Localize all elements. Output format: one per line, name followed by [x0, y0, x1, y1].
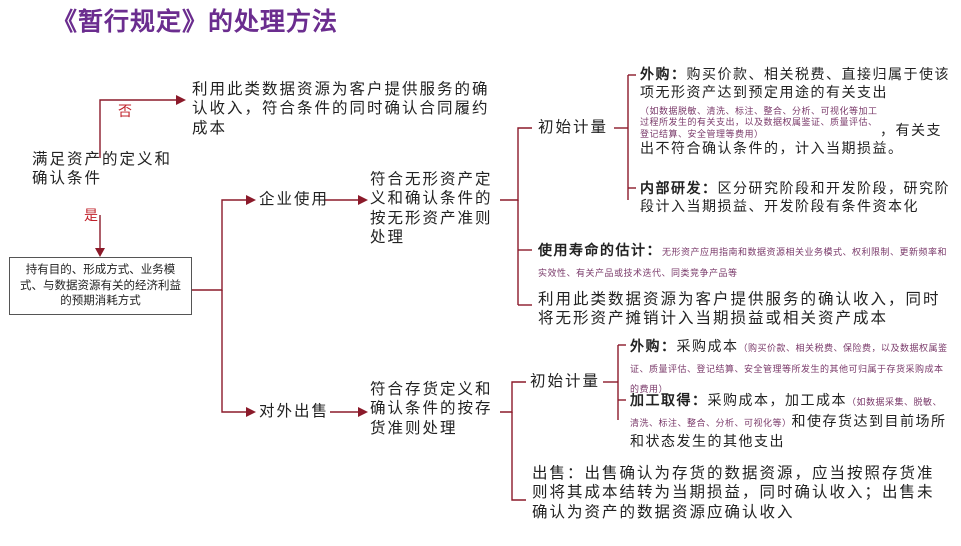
es-sale: 出售：出售确认为存货的数据资源，应当按照存货准则将其成本结转为当期损益，同时确认… — [532, 464, 935, 521]
root-box: 持有目的、形成方式、业务模式、与数据资源有关的经济利益的预期消耗方式 — [9, 257, 192, 315]
eu-rd: 内部研发：区分研究阶段和开发阶段，研究阶段计入当期损益、开发阶段有条件资本化 — [640, 181, 952, 216]
es-process-text: 采购成本，加工成本 — [707, 393, 847, 409]
eu-life: 使用寿命的估计：无形资产应用指南和数据资源相关业务模式、权利限制、更新频率和实效… — [538, 240, 950, 281]
enterprise-use-label: 企业使用 — [259, 190, 330, 208]
eu-purchase-label: 外购： — [640, 67, 687, 83]
external-sale-label: 对外出售 — [259, 402, 330, 420]
external-sale-rule: 符合存货定义和确认条件的按存货准则处理 — [370, 380, 493, 437]
eu-purchase-note: （如数据脱敏、清洗、标注、整合、分析、可视化等加工过程所发生的有关支出，以及数据… — [640, 107, 878, 140]
es-process-label: 加工取得： — [630, 393, 708, 409]
eu-life-label: 使用寿命的估计： — [538, 243, 662, 259]
condition-text: 满足资产的定义和确认条件 — [32, 150, 173, 188]
yes-label: 是 — [84, 208, 98, 224]
es-process: 加工取得：采购成本，加工成本（如数据采集、脱敏、清洗、标注、整合、分析、可视化等… — [630, 390, 950, 452]
es-purchase-text: 采购成本 — [676, 339, 739, 355]
eu-rd-label: 内部研发： — [640, 181, 718, 197]
eu-rd-text: 区分研究阶段和开发阶段，研究阶段计入当期损益、开发阶段有条件资本化 — [640, 181, 950, 215]
eu-purchase-tail: ，有关支出不符合确认条件的，计入当期损益。 — [640, 123, 942, 157]
es-purchase-note: （购买价款、相关税费、保险费，以及数据权属鉴证、质量评估、登记结算、安全管理等所… — [630, 344, 948, 395]
eu-life-note: 无形资产应用指南和数据资源相关业务模式、权利限制、更新频率和实效性、有关产品或技… — [538, 248, 948, 279]
no-result-text: 利用此类数据资源为客户提供服务的确认收入，符合条件的同时确认合同履约成本 — [192, 80, 490, 137]
es-process-tail: 和使存货达到目前场所和状态发生的其他支出 — [630, 413, 947, 451]
enterprise-use-rule: 符合无形资产定义和确认条件的按无形资产准则处理 — [370, 170, 493, 247]
es-purchase: 外购：采购成本（购买价款、相关税费、保险费，以及数据权属鉴证、质量评估、登记结算… — [630, 336, 950, 397]
page-title: 《暂行规定》的处理方法 — [52, 7, 339, 36]
eu-purchase-text: 购买价款、相关税费、直接归属于使该项无形资产达到预定用途的有关支出 — [640, 67, 950, 101]
eu-initial-measurement: 初始计量 — [538, 118, 609, 136]
es-purchase-label: 外购： — [630, 339, 677, 355]
es-initial-measurement: 初始计量 — [530, 372, 601, 390]
no-label: 否 — [118, 104, 132, 120]
eu-revenue: 利用此类数据资源为客户提供服务的确认收入，同时将无形资产摊销计入当期损益或相关资… — [538, 290, 941, 328]
es-process-note: （如数据采集、脱敏、清洗、标注、整合、分析、可视化等） — [630, 398, 943, 429]
eu-purchase: 外购：购买价款、相关税费、直接归属于使该项无形资产达到预定用途的有关支出 — [640, 67, 952, 102]
